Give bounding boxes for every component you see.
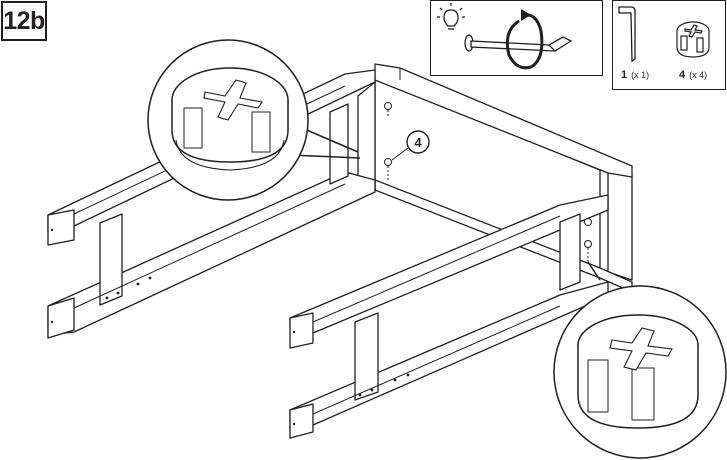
- right-front-brace: [354, 312, 379, 401]
- parts-item-cam-lock: 4(x 4): [679, 69, 707, 81]
- part-multiplier: (x 1): [631, 70, 650, 80]
- callout-bubble: [406, 130, 430, 154]
- cam-lock-markers: [384, 102, 592, 262]
- cam-lock-icon: [676, 21, 710, 58]
- part-number: 1: [621, 69, 628, 81]
- corner-post-right: [607, 169, 633, 281]
- parts-box: 1(x 1) 4(x 4): [612, 0, 726, 90]
- tool-hint-box: [430, 0, 603, 76]
- left-front-brace: [99, 213, 123, 306]
- part-number: 4: [679, 69, 686, 81]
- rotate-clockwise-icon: [505, 9, 544, 70]
- lightbulb-icon: [437, 3, 465, 30]
- left-top-rail-end: [47, 209, 75, 246]
- right-back-brace: [559, 213, 581, 291]
- screwdriver-icon: [464, 34, 573, 52]
- left-bottom-rail-end: [47, 297, 75, 339]
- parts-item-allen-key: 1(x 1): [621, 69, 649, 81]
- detail-circle-top: [147, 39, 361, 201]
- allen-key-icon: [618, 6, 636, 63]
- detail-circle-bottom: [553, 261, 727, 459]
- callout-number: 4: [414, 135, 422, 150]
- part-multiplier: (x 4): [689, 70, 708, 80]
- right-bottom-rail-end: [289, 403, 314, 439]
- right-top-rail-end: [289, 312, 314, 349]
- step-label: 12b: [1, 1, 47, 41]
